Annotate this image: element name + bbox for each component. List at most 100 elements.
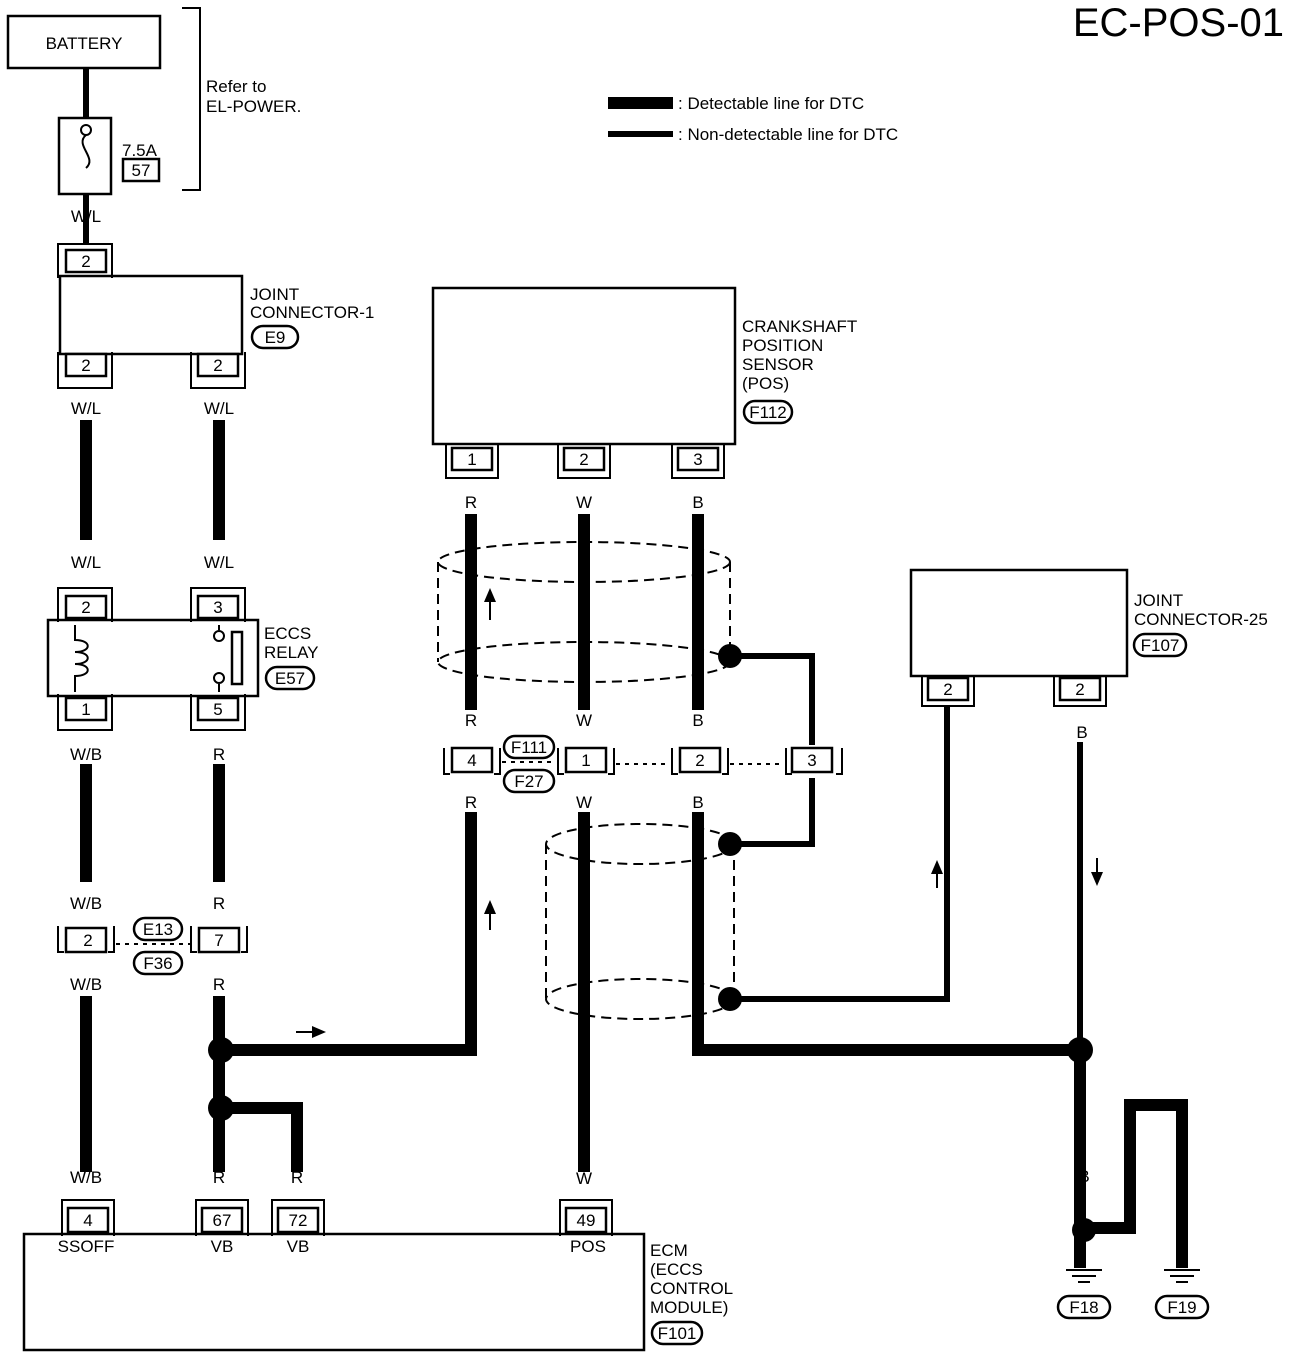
ecm-terminal-vb-1: VB — [211, 1237, 234, 1256]
ecm-terminal-pos: POS — [570, 1237, 606, 1256]
e13-code: E13 — [143, 920, 173, 939]
joint25-code: F107 — [1141, 636, 1180, 655]
pos-name-4: (POS) — [742, 374, 789, 393]
f111-pin-1: 1 — [581, 751, 590, 770]
svg-text:B: B — [692, 793, 703, 812]
ecm-pin-4: 4 — [83, 1211, 92, 1230]
fuse: 7.5A 57 — [57, 116, 161, 196]
fuse-amp: 7.5A — [122, 141, 158, 160]
ground-f19-code: F19 — [1167, 1298, 1196, 1317]
pos-pin-1: 1 — [467, 450, 476, 469]
f111-pin-3: 3 — [807, 751, 816, 770]
svg-text:B: B — [1124, 1167, 1135, 1186]
svg-text:B: B — [692, 711, 703, 730]
legend: : Detectable line for DTC : Non-detectab… — [608, 94, 898, 144]
ecm-code: F101 — [658, 1324, 697, 1343]
svg-text:R: R — [213, 745, 225, 764]
shield-upper — [437, 541, 731, 683]
legend-nondetectable: : Non-detectable line for DTC — [678, 125, 898, 144]
joint1-pin-top: 2 — [81, 252, 90, 271]
svg-text:R: R — [465, 711, 477, 730]
connector-f111-f27: 4 1 2 3 F111 F27 — [443, 734, 843, 794]
svg-text:W: W — [576, 711, 592, 730]
relay-pin-2: 2 — [81, 598, 90, 617]
f27-code: F27 — [514, 772, 543, 791]
ecm-name-1: ECM — [650, 1241, 688, 1260]
joint25-name-1: JOINT — [1134, 591, 1183, 610]
svg-text:W/L: W/L — [71, 399, 101, 418]
svg-text:W/L: W/L — [204, 399, 234, 418]
legend-detectable: : Detectable line for DTC — [678, 94, 864, 113]
relay-name-1: ECCS — [264, 624, 311, 643]
pos-pin-3: 3 — [693, 450, 702, 469]
relay-code: E57 — [275, 669, 305, 688]
wire-labels-sensor: R W B R W B R W B W — [465, 493, 704, 1188]
svg-text:W/B: W/B — [70, 894, 102, 913]
power-bracket: Refer to EL-POWER. — [182, 7, 301, 191]
svg-text:W/B: W/B — [70, 1168, 102, 1187]
crankshaft-position-sensor: 1 2 3 CRANKSHAFT POSITION SENSOR (POS) F… — [431, 286, 857, 479]
svg-text:R: R — [213, 975, 225, 994]
pos-pin-2: 2 — [579, 450, 588, 469]
f111-code: F111 — [511, 738, 547, 757]
svg-text:W: W — [576, 493, 592, 512]
ground-f19: F19 — [1154, 1269, 1210, 1320]
wire-labels-relay: W/B R W/B R W/B R W/B R R — [70, 745, 303, 1187]
joint1-pin-right: 2 — [213, 356, 222, 375]
eccs-relay: 2 3 1 5 ECCS RELAY E57 — [46, 587, 319, 731]
ecm: 4 67 72 49 SSOFF VB VB POS ECM (ECCS CON… — [22, 1199, 733, 1352]
f111-pin-2: 2 — [695, 751, 704, 770]
battery-label: BATTERY — [46, 34, 123, 53]
svg-text:R: R — [291, 1168, 303, 1187]
diagram-title: EC-POS-01 — [1073, 1, 1284, 45]
ecm-name-2: (ECCS — [650, 1260, 703, 1279]
f111-pin-4: 4 — [467, 751, 476, 770]
svg-text:W/B: W/B — [70, 975, 102, 994]
refer-line-1: Refer to — [206, 77, 266, 96]
svg-text:B: B — [692, 493, 703, 512]
relay-pin-3: 3 — [213, 598, 222, 617]
joint25-name-2: CONNECTOR-25 — [1134, 610, 1268, 629]
ecm-terminal-ssoff: SSOFF — [58, 1237, 115, 1256]
joint25-pin-right: 2 — [1075, 680, 1084, 699]
svg-text:R: R — [465, 493, 477, 512]
relay-pin-5: 5 — [213, 700, 222, 719]
ecm-pin-72: 72 — [289, 1211, 308, 1230]
relay-pin-1: 1 — [81, 700, 90, 719]
f36-code: F36 — [143, 954, 172, 973]
pos-name-2: POSITION — [742, 336, 823, 355]
e13-pin-2: 2 — [83, 931, 92, 950]
svg-text:B: B — [1176, 1167, 1187, 1186]
ecm-name-4: MODULE) — [650, 1298, 728, 1317]
svg-text:R: R — [213, 894, 225, 913]
signal-arrows — [296, 588, 1103, 1038]
joint-connector-1: 2 2 2 JOINT CONNECTOR-1 E9 — [57, 243, 374, 389]
svg-text:R: R — [213, 1168, 225, 1187]
battery: BATTERY — [6, 14, 162, 70]
ecm-terminal-vb-2: VB — [287, 1237, 310, 1256]
fuse-number: 57 — [132, 161, 151, 180]
svg-text:W/L: W/L — [204, 553, 234, 572]
svg-text:B: B — [1076, 723, 1087, 742]
svg-text:W: W — [576, 1169, 592, 1188]
pos-code: F112 — [749, 403, 787, 422]
wire-labels-ground: B B B B — [1076, 723, 1187, 1186]
joint1-name-1: JOINT — [250, 285, 299, 304]
wires — [80, 68, 1188, 1268]
svg-text:W/L: W/L — [71, 553, 101, 572]
wire-labels-wl: W/L W/L W/L W/L W/L — [71, 207, 234, 572]
ecm-name-3: CONTROL — [650, 1279, 733, 1298]
joint-connector-25: 2 2 JOINT CONNECTOR-25 F107 — [909, 568, 1268, 707]
pos-name-3: SENSOR — [742, 355, 814, 374]
joint1-code: E9 — [265, 328, 286, 347]
shield-lower — [545, 823, 735, 1020]
svg-text:W/B: W/B — [70, 745, 102, 764]
svg-text:W/L: W/L — [71, 207, 101, 226]
svg-text:B: B — [1078, 1167, 1089, 1186]
ground-f18-code: F18 — [1069, 1298, 1098, 1317]
joint1-name-2: CONNECTOR-1 — [250, 303, 374, 322]
svg-text:R: R — [465, 793, 477, 812]
ground-f18: F18 — [1056, 1269, 1112, 1320]
joint1-pin-left: 2 — [81, 356, 90, 375]
svg-text:W: W — [576, 793, 592, 812]
